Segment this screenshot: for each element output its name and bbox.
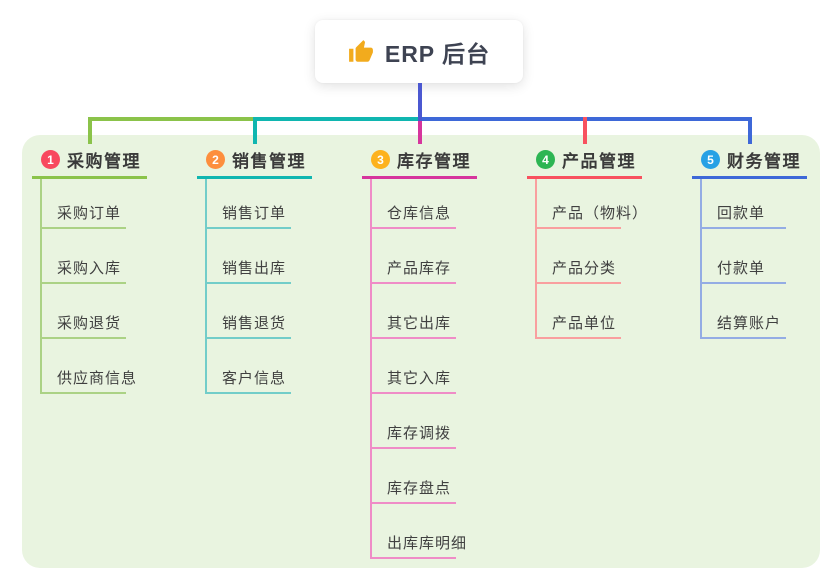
child-topic[interactable]: 仓库信息: [387, 205, 452, 222]
branch-number-badge: 4: [536, 150, 555, 169]
branch-underline: [32, 176, 147, 179]
child-topic[interactable]: 销售订单: [222, 205, 287, 222]
child-topic[interactable]: 采购退货: [57, 315, 122, 332]
branch-panel: [22, 135, 820, 568]
branch-node[interactable]: 4 产品管理: [536, 147, 636, 172]
child-topic[interactable]: 采购入库: [57, 260, 122, 277]
branch-number-badge: 3: [371, 150, 390, 169]
child-underline: [40, 392, 126, 394]
child-topic[interactable]: 销售出库: [222, 260, 287, 277]
branch-1: 1 采购管理采购订单采购入库采购退货供应商信息: [32, 0, 147, 588]
child-underline: [370, 392, 456, 394]
child-topic[interactable]: 库存盘点: [387, 480, 452, 497]
child-topic[interactable]: 回款单: [717, 205, 766, 222]
branch-node[interactable]: 3 库存管理: [371, 147, 471, 172]
child-underline: [205, 392, 291, 394]
child-underline: [700, 227, 786, 229]
child-underline: [40, 282, 126, 284]
child-topic[interactable]: 其它入库: [387, 370, 452, 387]
child-underline: [370, 447, 456, 449]
branch-title: 财务管理: [727, 152, 801, 171]
child-underline: [700, 282, 786, 284]
child-underline: [205, 337, 291, 339]
child-topic[interactable]: 产品单位: [552, 315, 617, 332]
drop-connector-3: [417, 117, 422, 144]
branch-spine: [700, 179, 702, 339]
branch-number-badge: 5: [701, 150, 720, 169]
child-underline: [535, 337, 621, 339]
child-underline: [40, 337, 126, 339]
branch-node[interactable]: 2 销售管理: [206, 147, 306, 172]
child-underline: [370, 557, 456, 559]
child-underline: [370, 227, 456, 229]
child-underline: [700, 337, 786, 339]
branch-3: 3 库存管理仓库信息产品库存其它出库其它入库库存调拨库存盘点出库库明细: [362, 0, 477, 588]
branch-number-badge: 2: [206, 150, 225, 169]
branch-spine: [40, 179, 42, 394]
bus-connector-mid: [252, 117, 420, 121]
child-topic[interactable]: 出库库明细: [387, 535, 468, 552]
mindmap-root-node[interactable]: ERP 后台: [315, 20, 523, 83]
child-topic[interactable]: 其它出库: [387, 315, 452, 332]
child-underline: [40, 227, 126, 229]
branch-underline: [362, 176, 477, 179]
branch-5: 5 财务管理回款单付款单结算账户: [692, 0, 807, 588]
child-topic[interactable]: 结算账户: [717, 315, 782, 332]
thumbs-up-icon: [348, 39, 374, 65]
drop-connector-2: [252, 117, 257, 144]
child-topic[interactable]: 付款单: [717, 260, 766, 277]
child-topic[interactable]: 客户信息: [222, 370, 287, 387]
drop-connector-5: [747, 117, 752, 144]
drop-connector-4: [582, 117, 587, 144]
branch-title: 产品管理: [562, 152, 636, 171]
child-topic[interactable]: 采购订单: [57, 205, 122, 222]
child-topic[interactable]: 产品（物料）: [552, 205, 649, 222]
branch-4: 4 产品管理产品（物料） 产品分类产品单位: [527, 0, 647, 588]
branch-spine: [535, 179, 537, 339]
child-topic[interactable]: 产品分类: [552, 260, 617, 277]
child-underline: [205, 282, 291, 284]
branch-node[interactable]: 5 财务管理: [701, 147, 801, 172]
child-underline: [535, 227, 621, 229]
trunk-connector: [417, 83, 422, 121]
branch-title: 采购管理: [67, 152, 141, 171]
root-title: ERP 后台: [384, 40, 491, 67]
branch-2: 2 销售管理销售订单销售出库销售退货客户信息: [197, 0, 312, 588]
branch-title: 库存管理: [397, 152, 471, 171]
child-topic[interactable]: 供应商信息: [57, 370, 138, 387]
child-underline: [535, 282, 621, 284]
branch-underline: [527, 176, 642, 179]
bus-connector-left: [87, 117, 255, 121]
child-underline: [205, 227, 291, 229]
drop-connector-1: [87, 117, 92, 144]
branch-node[interactable]: 1 采购管理: [41, 147, 141, 172]
child-topic[interactable]: 销售退货: [222, 315, 287, 332]
child-underline: [370, 502, 456, 504]
branch-spine: [205, 179, 207, 394]
child-topic[interactable]: 产品库存: [387, 260, 452, 277]
branch-title: 销售管理: [232, 152, 306, 171]
branch-spine: [370, 179, 372, 559]
child-underline: [370, 282, 456, 284]
branch-number-badge: 1: [41, 150, 60, 169]
branch-underline: [692, 176, 807, 179]
branch-underline: [197, 176, 312, 179]
child-topic[interactable]: 库存调拨: [387, 425, 452, 442]
child-underline: [370, 337, 456, 339]
